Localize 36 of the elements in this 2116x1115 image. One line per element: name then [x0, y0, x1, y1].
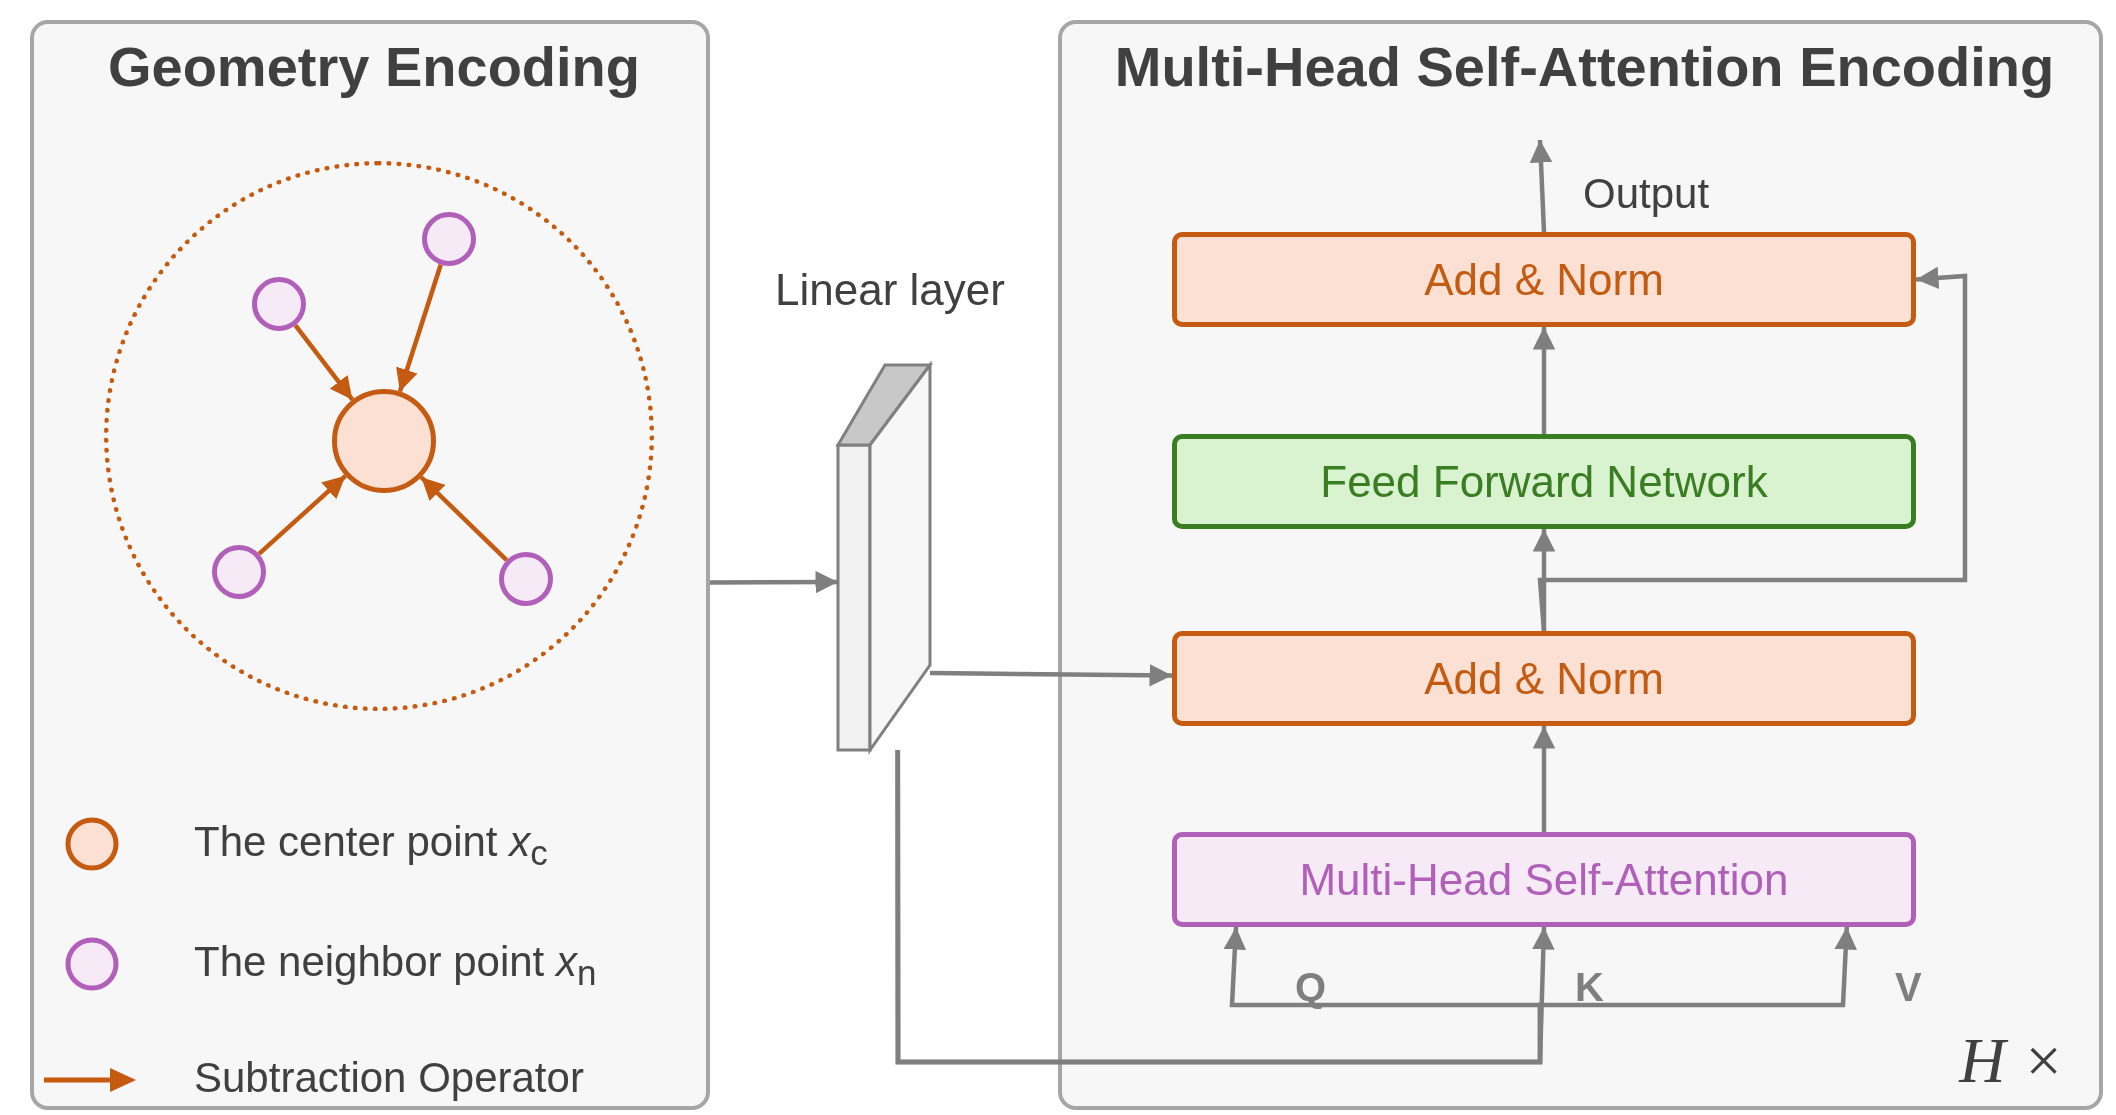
- neighbor-point-circle: [212, 545, 266, 599]
- neighborhood-circle: [104, 161, 654, 711]
- arrow: [1532, 327, 1556, 434]
- neighbor-point-circle: [499, 552, 553, 606]
- panel-title: Multi-Head Self-Attention Encoding: [1113, 34, 2056, 99]
- arrow: [710, 570, 838, 594]
- arrow: [257, 474, 347, 556]
- legend-text: The neighbor point x$_{n}$: [194, 938, 597, 994]
- arrow: [1532, 726, 1556, 832]
- neighbor-point-circle: [422, 212, 476, 266]
- arrow: [419, 475, 509, 562]
- edge-label: V: [1895, 965, 1922, 1010]
- arrow: [1537, 266, 1968, 632]
- neighbor-point-circle: [252, 277, 306, 331]
- box-label: Add & Norm: [1423, 653, 1665, 704]
- edge-label: K: [1575, 965, 1604, 1010]
- arrow: [895, 750, 1857, 1065]
- panel-title: Geometry Encoding: [106, 34, 642, 99]
- self-attention-box: [1172, 832, 1916, 927]
- box-label: Feed Forward Network: [1319, 456, 1769, 507]
- attention-encoding-panel: [1058, 20, 2103, 1110]
- arrow: [396, 264, 443, 393]
- layer-label: Linear layer: [774, 265, 1006, 315]
- box-label: Add & Norm: [1423, 254, 1665, 305]
- arrow: [1529, 139, 1553, 233]
- legend-text: Subtraction Operator: [194, 1054, 584, 1102]
- legend-text: The center point x$_{c}$: [194, 818, 548, 874]
- add-norm-box: [1172, 631, 1916, 726]
- arrow: [293, 324, 355, 402]
- edge-label: Output: [1583, 170, 1710, 218]
- arrow: [929, 664, 1173, 687]
- geometry-panel: [30, 20, 710, 1110]
- repeat-count: H ×: [1957, 1024, 2066, 1098]
- feed-forward-box: [1172, 434, 1916, 529]
- box-label: Multi-Head Self-Attention: [1298, 854, 1790, 905]
- add-norm-box: [1172, 232, 1916, 327]
